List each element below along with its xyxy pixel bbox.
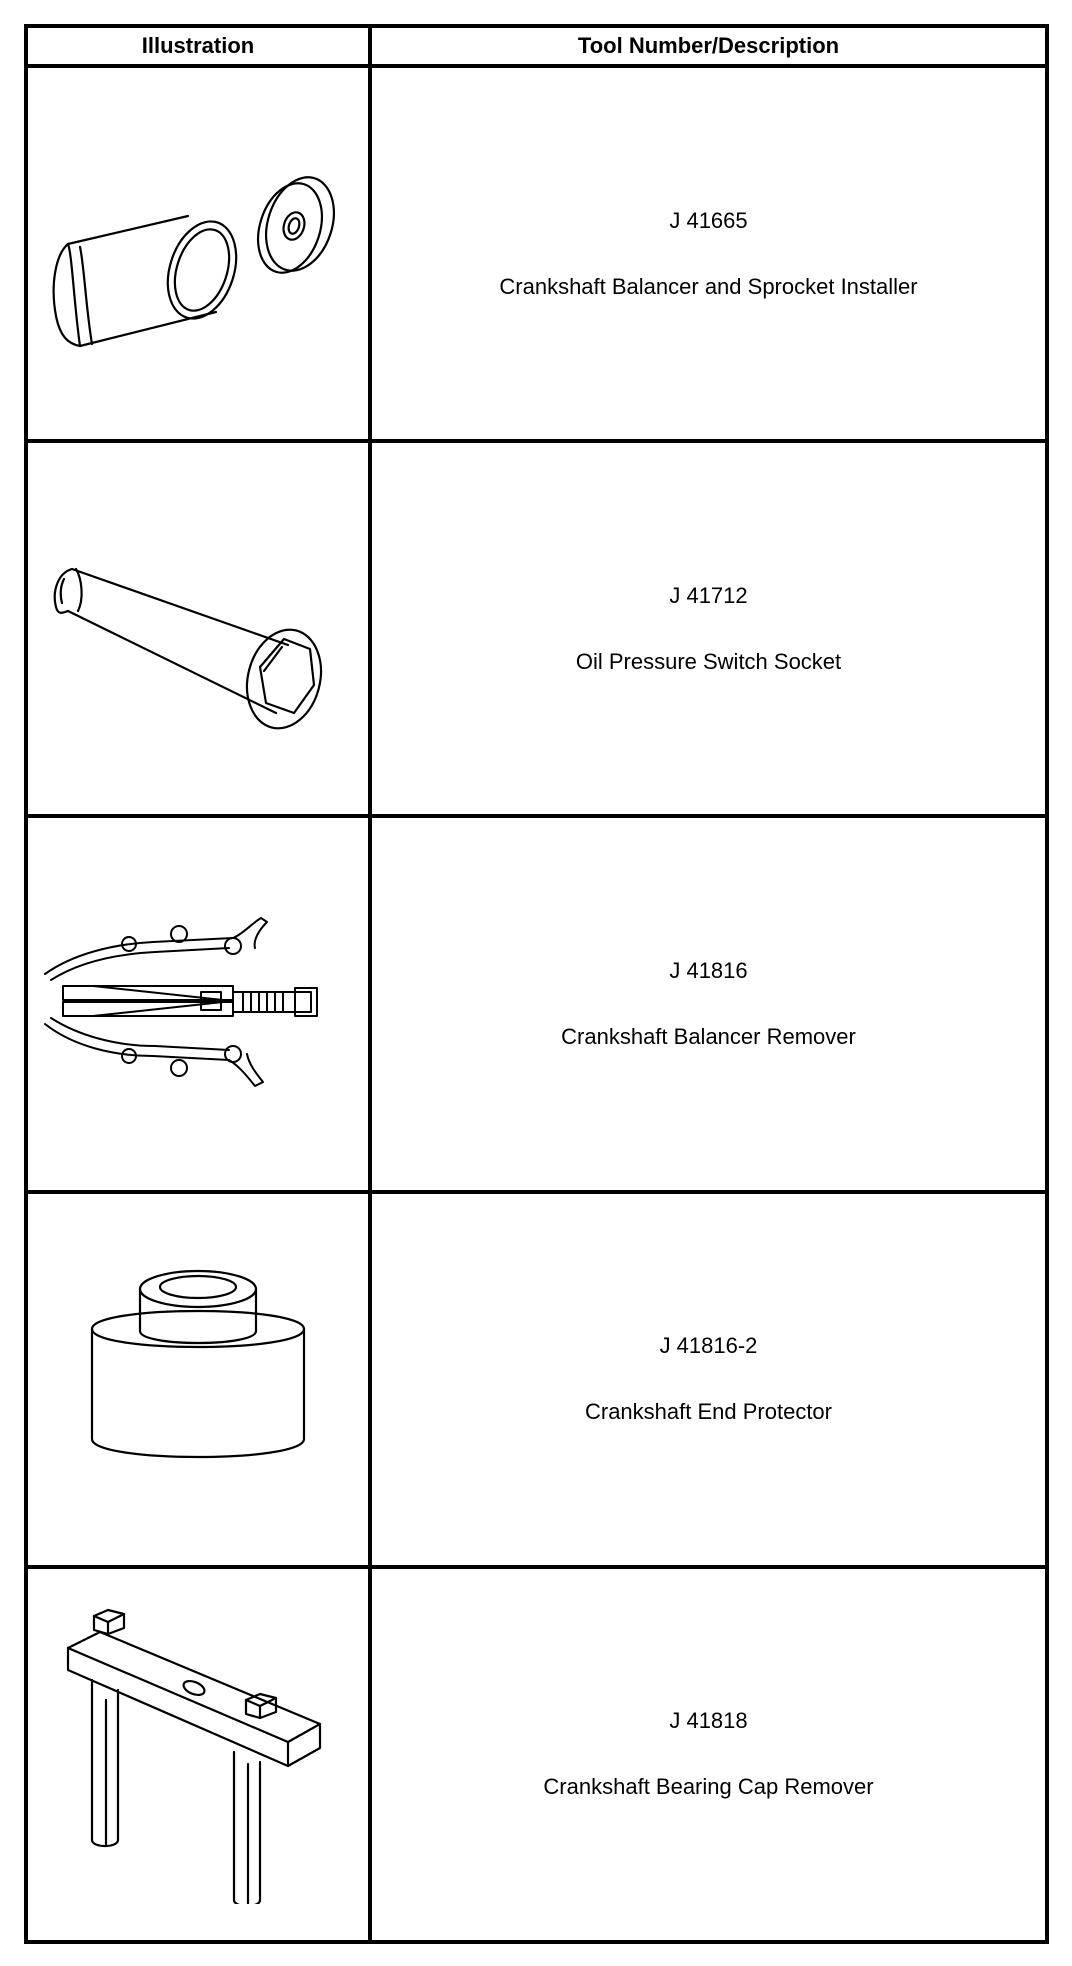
description-cell: J 41816 Crankshaft Balancer Remover	[368, 814, 1049, 1194]
header-description: Tool Number/Description	[368, 24, 1049, 68]
description-cell: J 41712 Oil Pressure Switch Socket	[368, 439, 1049, 819]
tool-number: J 41665	[669, 207, 748, 233]
tool-description: Oil Pressure Switch Socket	[575, 648, 842, 674]
tool-number: J 41712	[669, 582, 748, 608]
illustration-cell	[24, 1564, 372, 1945]
tool-table: Illustration Tool Number/Description	[24, 24, 1049, 1945]
illustration-cell	[24, 814, 372, 1194]
tool-number: J 41818	[669, 1708, 748, 1734]
table-row: J 41816-2 Crankshaft End Protector	[24, 1189, 1049, 1569]
tool-description: Crankshaft Balancer Remover	[561, 1023, 856, 1049]
table-row: J 41816 Crankshaft Balancer Remover	[24, 814, 1049, 1194]
tool-description: Crankshaft Bearing Cap Remover	[543, 1774, 874, 1800]
tool-number: J 41816-2	[659, 1333, 758, 1359]
illustration-cell	[24, 1189, 372, 1569]
header-illustration: Illustration	[24, 24, 372, 68]
bearing-cap-remover-drawing-icon	[66, 1609, 322, 1905]
tool-description: Crankshaft End Protector	[584, 1399, 832, 1425]
table-row: J 41712 Oil Pressure Switch Socket	[24, 439, 1049, 819]
balancer-sprocket-installer-drawing-icon	[52, 175, 335, 347]
table-row: J 41665 Crankshaft Balancer and Sprocket…	[24, 63, 1049, 444]
crankshaft-end-protector-drawing-icon	[90, 1270, 306, 1459]
balancer-remover-puller-drawing-icon	[44, 916, 318, 1087]
tool-number: J 41816	[669, 957, 748, 983]
oil-pressure-switch-socket-drawing-icon	[53, 567, 323, 730]
description-cell: J 41816-2 Crankshaft End Protector	[368, 1189, 1049, 1569]
illustration-cell	[24, 439, 372, 819]
illustration-cell	[24, 63, 372, 444]
description-cell: J 41818 Crankshaft Bearing Cap Remover	[368, 1564, 1049, 1945]
tool-description: Crankshaft Balancer and Sprocket Install…	[499, 273, 918, 299]
header-row: Illustration Tool Number/Description	[24, 24, 1049, 68]
description-cell: J 41665 Crankshaft Balancer and Sprocket…	[368, 63, 1049, 444]
table-row: J 41818 Crankshaft Bearing Cap Remover	[24, 1564, 1049, 1945]
